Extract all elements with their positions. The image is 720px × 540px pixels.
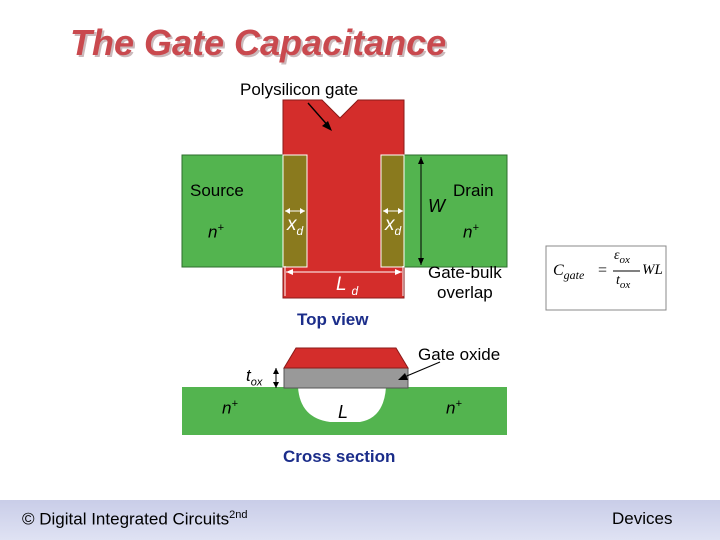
formula-equals: =	[598, 262, 608, 279]
cross-section-caption: Cross section	[283, 447, 396, 466]
formula-lhs: Cgate	[553, 262, 585, 283]
formula-numerator: εox	[614, 248, 630, 266]
page-title: The Gate Capacitance	[70, 22, 447, 63]
footer-section: Devices	[612, 509, 673, 528]
n-plus-right: n+	[463, 222, 479, 242]
gate-oxide-label: Gate oxide	[418, 345, 501, 364]
ld-label: L d	[336, 274, 359, 298]
formula-rhs: WL	[642, 262, 663, 278]
channel-region	[298, 387, 386, 422]
source-label: Source	[190, 181, 244, 200]
n-plus-right-cross: n+	[446, 398, 462, 418]
oxide-arrow	[401, 361, 441, 379]
xd-right-label: xd	[385, 214, 402, 238]
gate-capacitance-diagram	[181, 99, 667, 435]
drain-label: Drain	[453, 181, 494, 200]
footer-copyright: © Digital Integrated Circuits2nd	[22, 509, 248, 529]
l-label: L	[338, 402, 349, 422]
tox-label: tox	[246, 366, 263, 389]
n-plus-left-cross: n+	[222, 398, 238, 418]
overlap-label-1: Gate-bulk	[428, 263, 502, 282]
formula-box	[545, 245, 667, 311]
cross-section-gate	[283, 347, 409, 369]
w-label: W	[428, 196, 445, 216]
gate-oxide	[283, 367, 409, 389]
footer-bar	[0, 500, 720, 540]
polysilicon-gate-label: Polysilicon gate	[240, 80, 359, 99]
top-view-caption: Top view	[297, 310, 369, 329]
n-plus-left: n+	[208, 222, 224, 242]
overlap-label-2: overlap	[437, 283, 493, 302]
xd-left-label: xd	[287, 214, 304, 238]
formula-denominator: tox	[616, 273, 631, 291]
polysilicon-gate	[282, 99, 405, 299]
